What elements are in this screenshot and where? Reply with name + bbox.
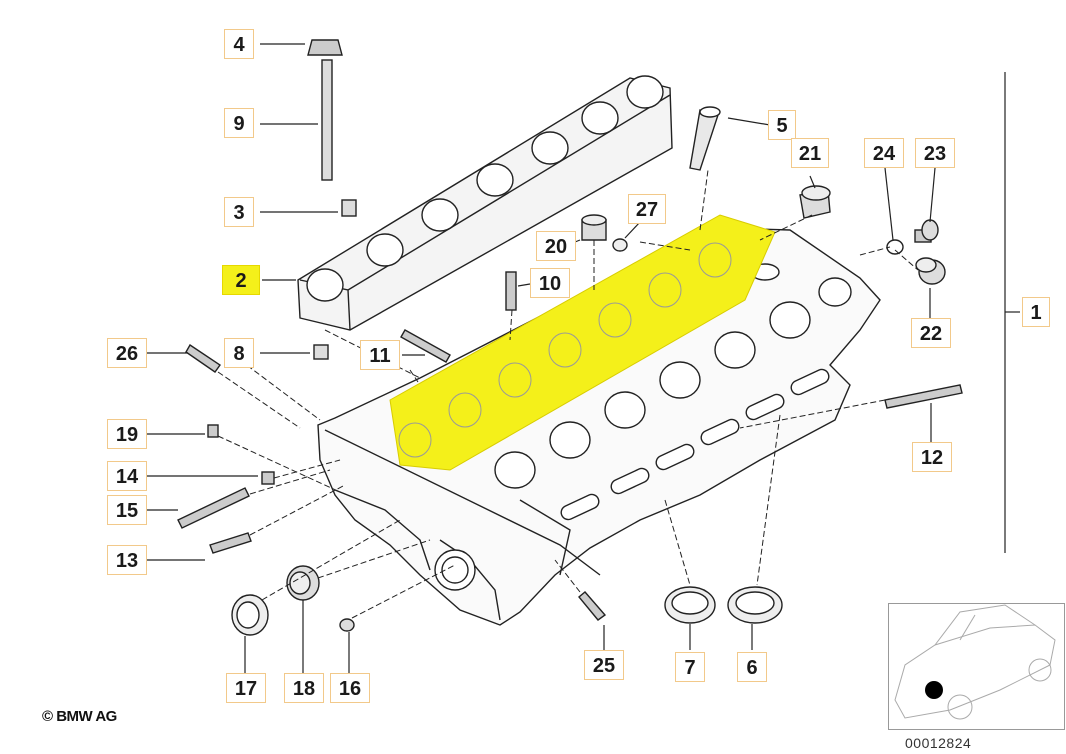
- plug-part-22: [915, 257, 946, 285]
- callout-7[interactable]: 7: [675, 652, 705, 682]
- callout-9[interactable]: 9: [224, 108, 254, 138]
- valve-seat-ring-part-6: [727, 586, 783, 624]
- stud-part-25: [578, 591, 607, 621]
- callout-11[interactable]: 11: [360, 340, 400, 370]
- plug-part-16: [339, 618, 355, 632]
- camshaft-bearing-bridge: [297, 75, 673, 331]
- document-number: 00012824: [905, 735, 972, 751]
- callout-2[interactable]: 2: [222, 265, 260, 295]
- plug-part-21: [799, 185, 831, 219]
- car-thumbnail-drawing: [894, 604, 1056, 720]
- seal-part-17: [231, 594, 269, 636]
- callout-1[interactable]: 1: [1022, 297, 1050, 327]
- callout-21[interactable]: 21: [791, 138, 829, 168]
- callout-23[interactable]: 23: [915, 138, 955, 168]
- callout-4[interactable]: 4: [224, 29, 254, 59]
- callout-27[interactable]: 27: [628, 194, 666, 224]
- stud-part-10: [505, 271, 517, 311]
- seal-ring-part-24: [886, 239, 904, 255]
- callout-17[interactable]: 17: [226, 673, 266, 703]
- copyright-notice: © BMW AG: [42, 708, 117, 725]
- screw-plug-part-23: [914, 219, 939, 243]
- dowel-pin-part-5: [689, 106, 721, 171]
- stud-part-12: [884, 384, 963, 409]
- callout-26[interactable]: 26: [107, 338, 147, 368]
- callout-8[interactable]: 8: [224, 338, 254, 368]
- highlighted-camshaft-carrier: [389, 214, 776, 471]
- sleeve-part-3: [341, 199, 357, 217]
- callout-25[interactable]: 25: [584, 650, 624, 680]
- stud-part-13: [209, 532, 252, 554]
- stud-part-11: [400, 329, 451, 363]
- valve-seat-ring-part-7: [664, 586, 716, 624]
- sleeve-part-14: [261, 471, 275, 485]
- callout-14[interactable]: 14: [107, 461, 147, 491]
- callout-18[interactable]: 18: [284, 673, 324, 703]
- location-dot: [925, 681, 943, 699]
- callout-12[interactable]: 12: [912, 442, 952, 472]
- callout-5[interactable]: 5: [768, 110, 796, 140]
- callout-15[interactable]: 15: [107, 495, 147, 525]
- callout-13[interactable]: 13: [107, 545, 147, 575]
- callout-6[interactable]: 6: [737, 652, 767, 682]
- sleeve-part-8: [313, 344, 329, 360]
- stud-part-26: [185, 344, 221, 373]
- callout-19[interactable]: 19: [107, 419, 147, 449]
- stud-part-15: [177, 487, 250, 529]
- callout-10[interactable]: 10: [530, 268, 570, 298]
- stud-part-9: [321, 59, 333, 181]
- pin-part-19: [207, 424, 219, 438]
- nut-part-4: [307, 39, 343, 56]
- car-location-thumbnail: [888, 603, 1065, 730]
- bush-part-18: [286, 565, 320, 601]
- callout-20[interactable]: 20: [536, 231, 576, 261]
- callout-24[interactable]: 24: [864, 138, 904, 168]
- callout-16[interactable]: 16: [330, 673, 370, 703]
- cap-part-20: [581, 214, 607, 241]
- pin-part-27: [612, 238, 628, 252]
- callout-3[interactable]: 3: [224, 197, 254, 227]
- callout-22[interactable]: 22: [911, 318, 951, 348]
